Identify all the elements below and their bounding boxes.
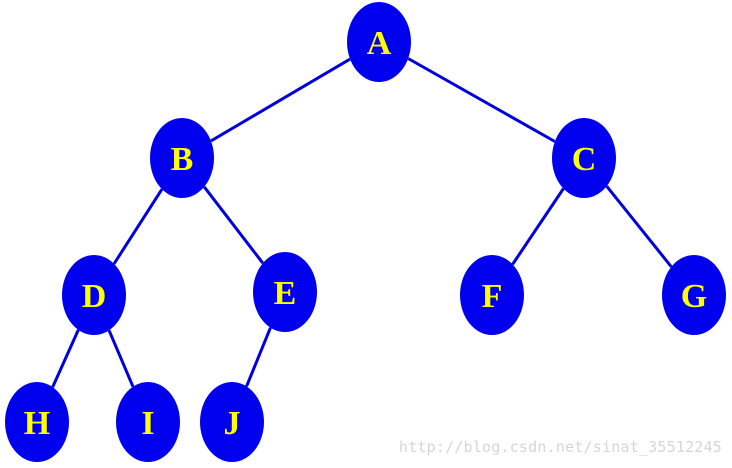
node-i-label: I (141, 405, 154, 442)
node-a-label: A (367, 25, 392, 62)
node-g: G (662, 255, 726, 335)
node-g-label: G (681, 278, 707, 315)
node-b-circle (150, 118, 214, 198)
edge-d-i (107, 329, 135, 388)
node-a-circle (347, 2, 411, 82)
tree-nodes: A B C D E F G H I J (5, 2, 726, 462)
edge-c-f (511, 187, 565, 266)
node-f-circle (460, 255, 524, 335)
node-e-circle (253, 252, 317, 332)
edge-b-e (202, 185, 265, 265)
node-c-circle (552, 118, 616, 198)
node-d: D (62, 255, 126, 335)
node-b-label: B (171, 141, 194, 178)
node-e: E (253, 252, 317, 332)
edge-d-h (51, 329, 80, 388)
watermark-text: http://blog.csdn.net/sinat_35512245 (398, 438, 722, 456)
node-i-circle (116, 382, 180, 462)
node-h-circle (5, 382, 69, 462)
node-h-label: H (24, 405, 50, 442)
edge-b-d (112, 188, 164, 265)
edge-a-b (210, 57, 351, 143)
node-c-label: C (572, 141, 597, 178)
tree-edges (51, 57, 673, 388)
edge-e-j (245, 327, 272, 387)
node-h: H (5, 382, 69, 462)
node-i: I (116, 382, 180, 462)
node-d-circle (62, 255, 126, 335)
node-f: F (460, 255, 524, 335)
node-f-label: F (482, 278, 503, 315)
node-j-circle (200, 382, 264, 462)
node-c: C (552, 118, 616, 198)
edge-a-c (407, 57, 556, 143)
node-e-label: E (274, 275, 297, 312)
node-g-circle (662, 255, 726, 335)
node-d-label: D (82, 278, 107, 315)
node-j: J (200, 382, 264, 462)
edge-c-g (605, 185, 673, 268)
node-b: B (150, 118, 214, 198)
node-j-label: J (224, 405, 241, 442)
node-a: A (347, 2, 411, 82)
